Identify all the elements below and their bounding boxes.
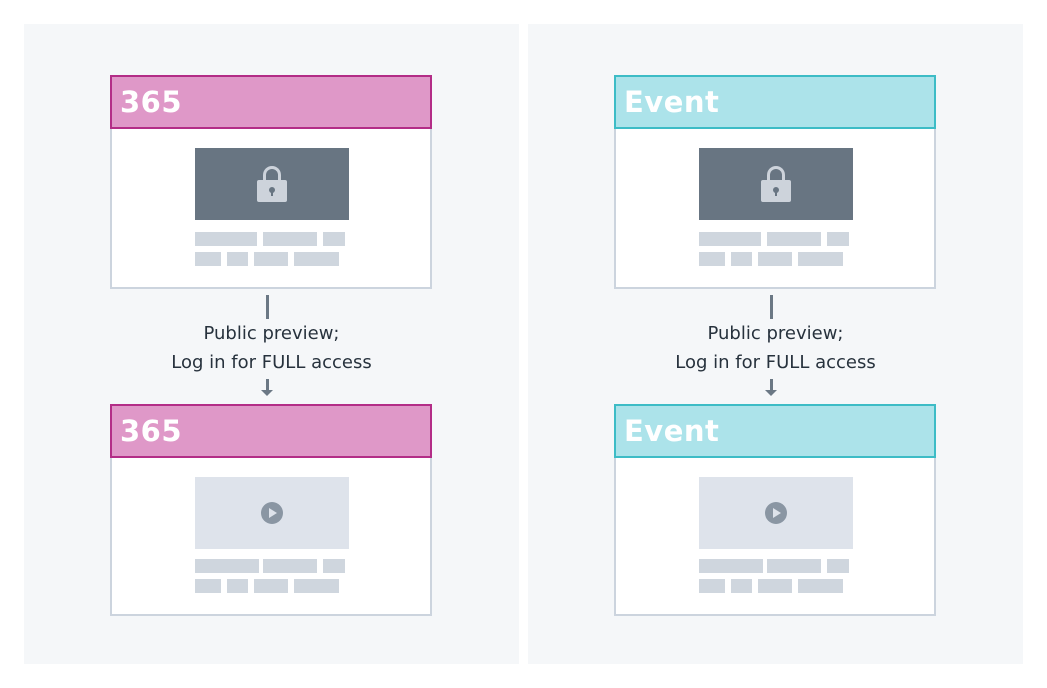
text-placeholder <box>195 559 259 573</box>
text-placeholder <box>227 579 248 593</box>
text-placeholder <box>254 579 288 593</box>
caption-line-2: Log in for FULL access <box>675 352 876 373</box>
video-thumbnail <box>195 477 349 549</box>
text-placeholder <box>195 579 221 593</box>
text-placeholder <box>798 252 843 266</box>
text-placeholder <box>699 252 725 266</box>
text-placeholder <box>294 252 339 266</box>
text-placeholder <box>798 579 843 593</box>
panel-event: Event Public preview; Log in for FULL ac… <box>528 24 1023 664</box>
text-placeholder <box>767 232 821 246</box>
locked-video-thumbnail <box>195 148 349 220</box>
locked-video-thumbnail <box>699 148 853 220</box>
caption-line-2: Log in for FULL access <box>171 352 372 373</box>
text-placeholder <box>323 559 345 573</box>
text-placeholder <box>227 252 248 266</box>
text-placeholder <box>767 559 821 573</box>
card-header: 365 <box>110 75 432 129</box>
card-header: Event <box>614 75 936 129</box>
card-365-preview: 365 <box>110 75 432 289</box>
arrow-down-icon <box>261 390 273 396</box>
lock-icon <box>257 166 287 202</box>
text-placeholder <box>699 579 725 593</box>
text-placeholder <box>827 559 849 573</box>
text-placeholder <box>731 579 752 593</box>
card-header: 365 <box>110 404 432 458</box>
text-placeholder <box>254 252 288 266</box>
connector-line <box>770 295 773 319</box>
text-placeholder <box>323 232 345 246</box>
card-header: Event <box>614 404 936 458</box>
text-placeholder <box>263 232 317 246</box>
lock-icon <box>761 166 791 202</box>
card-event-full: Event <box>614 404 936 616</box>
caption-line-1: Public preview; <box>203 323 340 344</box>
text-placeholder <box>294 579 339 593</box>
play-icon <box>765 502 787 524</box>
text-placeholder <box>827 232 849 246</box>
text-placeholder <box>699 559 763 573</box>
text-placeholder <box>195 232 257 246</box>
arrow-stem <box>770 379 773 390</box>
text-placeholder <box>195 252 221 266</box>
card-event-preview: Event <box>614 75 936 289</box>
text-placeholder <box>758 252 792 266</box>
play-icon <box>261 502 283 524</box>
card-365-full: 365 <box>110 404 432 616</box>
text-placeholder <box>758 579 792 593</box>
arrow-stem <box>266 379 269 390</box>
panel-365: 365 Public preview; Log in for FULL acce… <box>24 24 519 664</box>
text-placeholder <box>699 232 761 246</box>
video-thumbnail <box>699 477 853 549</box>
text-placeholder <box>731 252 752 266</box>
connector-line <box>266 295 269 319</box>
text-placeholder <box>263 559 317 573</box>
arrow-down-icon <box>765 390 777 396</box>
caption-line-1: Public preview; <box>707 323 844 344</box>
